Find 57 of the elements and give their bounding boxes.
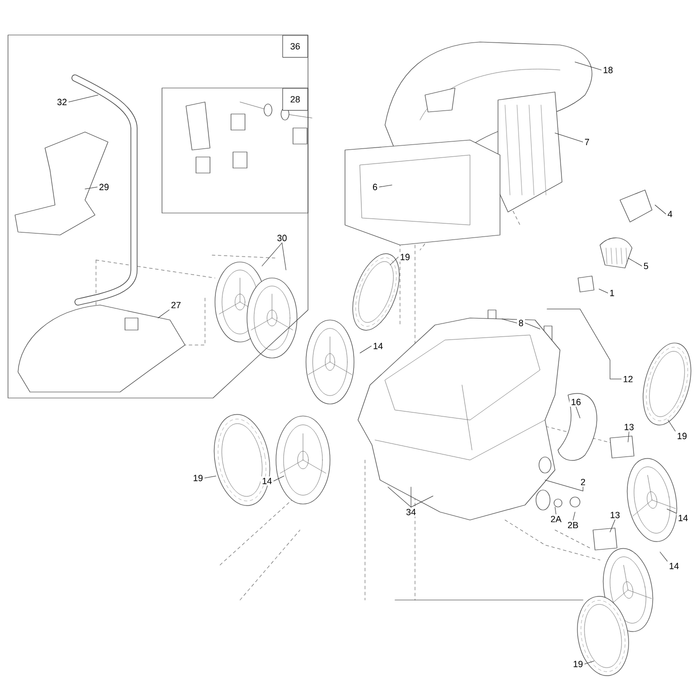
leader-line: [68, 94, 98, 102]
leader-line: [158, 310, 170, 318]
leader-line: [546, 308, 622, 380]
leader-line: [628, 432, 630, 442]
callout-number: 13: [608, 510, 622, 520]
callout-number: 2B: [566, 520, 580, 530]
leader-line: [410, 496, 434, 508]
leader-line: [584, 660, 594, 664]
callout-number: 2: [579, 477, 588, 487]
kit-box: 28: [162, 88, 308, 214]
leader-line: [666, 508, 677, 514]
leader-line: [544, 480, 584, 492]
leader-line: [598, 288, 608, 294]
callout-number: 19: [398, 252, 412, 262]
leader-line: [410, 486, 412, 508]
leader-line: [654, 204, 666, 214]
leader-line: [378, 184, 392, 188]
callout-number: 8: [517, 318, 525, 328]
callout-number: 19: [192, 473, 204, 483]
callout-number: 19: [676, 431, 689, 441]
callout-number: 5: [642, 261, 650, 271]
leader-line: [390, 256, 399, 266]
callout-number: 34: [404, 507, 418, 517]
callout-number: 14: [260, 476, 274, 486]
leader-line: [574, 62, 602, 70]
callout-number: 14: [372, 341, 385, 351]
callout-number: 27: [170, 300, 182, 310]
leader-line: [660, 552, 668, 562]
callout-number: 2A: [549, 514, 564, 524]
leader-line: [628, 258, 642, 266]
callout-number: 30: [276, 233, 288, 243]
leader-line: [554, 132, 584, 142]
callout-number: 14: [668, 561, 681, 571]
leader-line: [572, 512, 576, 520]
leader-line: [524, 322, 540, 330]
callout-number: 4: [666, 209, 674, 219]
leader-line: [84, 186, 98, 190]
callout-number: 7: [583, 137, 592, 147]
callout-number: 1: [608, 288, 616, 298]
leader-line: [262, 242, 282, 266]
leader-line: [554, 506, 556, 514]
callout-number: 29: [98, 182, 110, 192]
leader-line: [502, 318, 518, 324]
leader-line: [360, 346, 372, 354]
callout-number: 19: [572, 659, 585, 669]
callout-number: 12: [622, 374, 635, 384]
leader-line: [204, 476, 216, 478]
leader-line: [668, 420, 676, 432]
leader-line: [610, 520, 616, 532]
callout-number: 32: [56, 97, 68, 107]
callout-number: 14: [676, 513, 690, 523]
leader-line: [388, 486, 412, 508]
callout-number: 18: [602, 65, 615, 75]
leader-line: [576, 406, 580, 418]
leader-line: [282, 242, 286, 270]
callout-number: 13: [622, 422, 636, 432]
leader-line: [273, 476, 284, 482]
